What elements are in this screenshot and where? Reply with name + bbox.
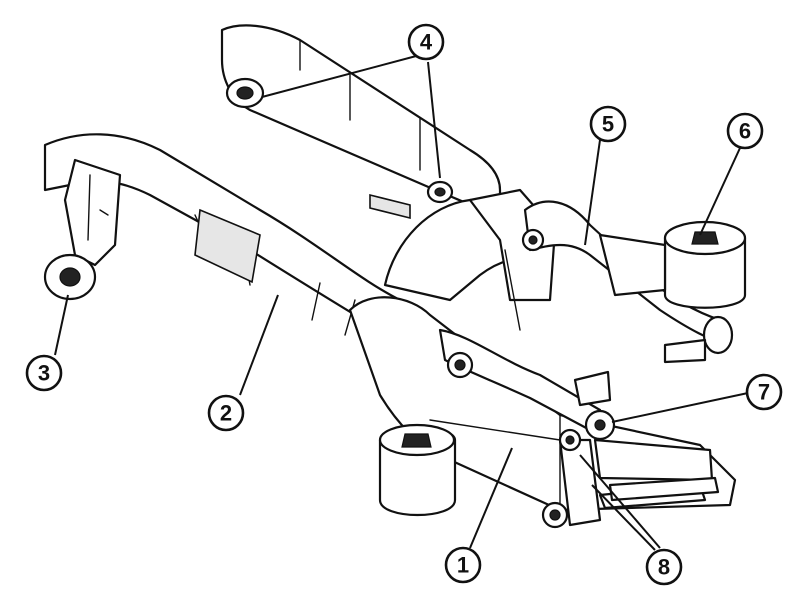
mount-bushing-upper-right: [426, 180, 454, 204]
callout-7: 7: [745, 373, 783, 411]
svg-text:5: 5: [602, 112, 614, 137]
front-bushing-left: [378, 423, 457, 516]
callout-5: 5: [589, 105, 627, 143]
adjuster-bolts: [541, 428, 720, 529]
callout-2: 2: [207, 394, 245, 432]
svg-text:4: 4: [420, 30, 433, 55]
callout-1: 1: [444, 546, 482, 584]
callout-3: 3: [25, 354, 63, 392]
callout-8: 8: [645, 548, 683, 586]
svg-text:8: 8: [658, 555, 670, 580]
left-mount-bracket: [43, 158, 122, 301]
svg-text:2: 2: [220, 401, 232, 426]
svg-text:6: 6: [739, 119, 751, 144]
callout-6: 6: [726, 112, 764, 150]
leader-lines: [54, 54, 749, 551]
rear-bushing-right: [598, 220, 747, 309]
mount-bushing-upper-left: [225, 77, 265, 109]
rear-crossmember: [220, 24, 502, 220]
lateral-link: [438, 328, 616, 441]
svg-text:7: 7: [758, 380, 770, 405]
callout-4: 4: [407, 23, 445, 61]
svg-text:3: 3: [38, 361, 50, 386]
svg-text:1: 1: [457, 553, 469, 578]
